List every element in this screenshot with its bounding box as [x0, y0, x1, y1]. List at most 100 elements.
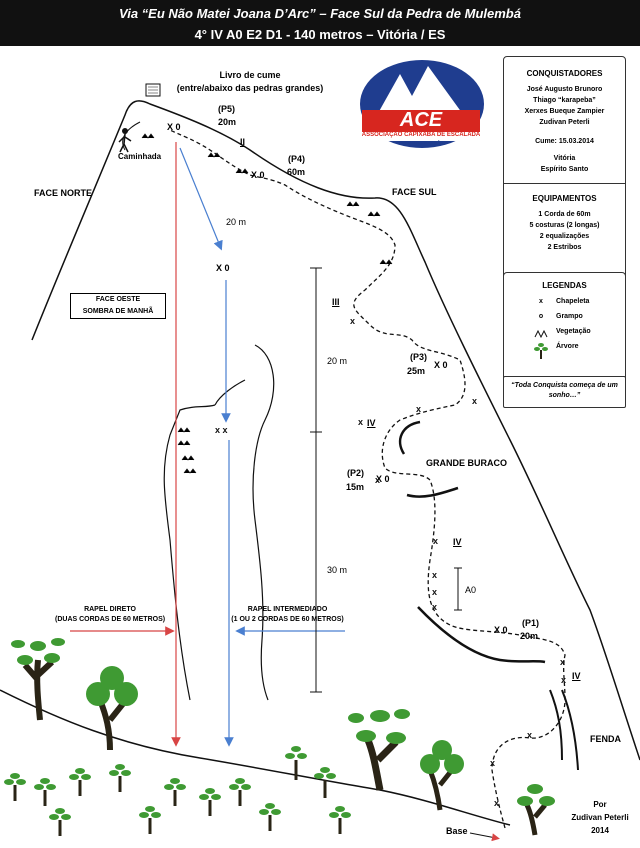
dimension-30m: 30 m — [327, 565, 348, 575]
route-title: Via “Eu Não Matei Joana D’Arc” – Face Su… — [119, 6, 521, 21]
legend-staple: o Grampo — [504, 313, 625, 328]
equipment-1: 1 Corda de 60m — [538, 211, 591, 218]
grade-iv-b: IV — [453, 537, 462, 547]
rock-outline — [31, 100, 640, 761]
route-grade: 4° IV A0 E2 D1 - 140 metros – Vitória / … — [194, 27, 446, 42]
west-face-sublabel: SOMBRA DE MANHÃ — [82, 308, 154, 315]
summit-book-sub: (entre/abaixo das pedras grandes) — [176, 83, 324, 93]
equipment-4: 2 Estribos — [547, 244, 582, 251]
pitch-p1-label: (P1) — [522, 618, 540, 628]
climbing-route — [169, 129, 566, 829]
rappel-direct-label: RAPEL DIRETO — [84, 606, 136, 613]
anchor-p2: X 0 — [376, 474, 390, 484]
svg-text:x: x — [375, 475, 380, 485]
pitch-p4-label: (P4) — [288, 154, 306, 164]
svg-text:x: x — [350, 316, 355, 326]
legend-staple-label: Grampo — [556, 313, 583, 320]
grade-iv-c: IV — [572, 671, 581, 681]
pitch-p5-label: (P5) — [218, 104, 236, 114]
conquerors-title: CONQUISTADORES — [526, 69, 603, 78]
ace-logo — [360, 60, 484, 148]
equipment-2: 5 costuras (2 longas) — [529, 222, 600, 229]
vegetation-icon — [534, 328, 548, 340]
big-hole-label: GRANDE BURACO — [426, 458, 507, 468]
route-topo-drawing: x x x x x x x x x x x x x x x x — [0, 60, 640, 842]
legend-title: LEGENDAS — [542, 281, 587, 290]
anchor-p3: X 0 — [434, 360, 448, 370]
pitch-p1-length: 20m — [520, 631, 539, 641]
south-face-label: FACE SUL — [392, 187, 437, 197]
base-label: Base — [446, 826, 468, 836]
legend-bolt: x Chapeleta — [504, 298, 625, 313]
pitch-p2-length: 15m — [346, 482, 365, 492]
conqueror-2: Thiago “karapeba” — [533, 97, 596, 104]
anchor-p5: X 0 — [167, 122, 181, 132]
author-year: 2014 — [591, 826, 609, 835]
a0-label: A0 — [465, 585, 477, 595]
hike-label: Caminhada — [118, 152, 162, 161]
anchor-p4: X 0 — [251, 170, 265, 180]
dimension-20m: 20 m — [327, 356, 348, 366]
pitch-p4-length: 60m — [287, 167, 306, 177]
conqueror-4: Zudivan Peterli — [539, 119, 590, 126]
dimension-line — [310, 267, 322, 693]
big-hole-arc — [398, 420, 421, 455]
roof-arc — [417, 606, 546, 664]
author-by: Por — [593, 800, 607, 809]
north-face-label: FACE NORTE — [34, 188, 93, 198]
staple-symbol-icon: o — [538, 313, 544, 320]
bolt-marks: x x x x x x x x x x x x x x x x — [215, 316, 566, 808]
rappel-to-anchor — [179, 147, 223, 251]
rappel-mid-label: RAPEL INTERMEDIADO — [247, 606, 328, 613]
place-state: Espírito Santo — [540, 166, 589, 173]
rappel-20m-label: 20 m — [226, 217, 247, 227]
author-name: Zudivan Peterli — [571, 813, 629, 822]
ace-logo-name: ASSOCIAÇÃO CAPIXABA DE ESCALADA — [361, 132, 481, 138]
tree-icon — [534, 343, 548, 361]
hiker-icon — [118, 128, 132, 153]
svg-text:x: x — [433, 536, 438, 546]
equipment-3: 2 equalizações — [539, 233, 590, 240]
svg-text:x x: x x — [215, 425, 228, 435]
svg-text:x: x — [472, 396, 477, 406]
pitch-p3-length: 25m — [407, 366, 426, 376]
crack-line-1 — [549, 689, 563, 761]
title-banner: Via “Eu Não Matei Joana D’Arc” – Face Su… — [0, 0, 640, 46]
grade-ii: II — [240, 137, 246, 147]
tree-icons — [4, 638, 555, 836]
legend-tree-label: Árvore — [556, 343, 579, 350]
svg-text:x: x — [494, 798, 499, 808]
svg-text:x: x — [490, 758, 495, 768]
west-face-label: FACE OESTE — [95, 296, 141, 303]
equipment-title: EQUIPAMENTOS — [532, 194, 597, 203]
pitch-p2-label: (P2) — [347, 468, 365, 478]
svg-text:x: x — [432, 602, 437, 612]
anchor-p1: X 0 — [494, 625, 508, 635]
rappel-direct-sublabel: (DUAS CORDAS DE 60 METROS) — [55, 616, 166, 623]
big-hole-lip — [406, 486, 459, 498]
quote-text: “Toda Conquista começa de um sonho…” — [511, 382, 618, 399]
west-face-contour — [163, 344, 275, 701]
legend-vegetation: Vegetação — [504, 328, 625, 343]
place-city: Vitória — [553, 155, 576, 162]
ace-logo-letters: ACE — [399, 109, 443, 131]
west-face-box: FACE OESTE SOMBRA DE MANHÃ — [70, 293, 166, 319]
svg-text:x: x — [358, 417, 363, 427]
rappel-mid-sublabel: (1 OU 2 CORDAS DE 60 METROS) — [231, 616, 344, 623]
summit-book-label: Livro de cume — [219, 70, 281, 80]
pitch-p3-label: (P3) — [410, 352, 428, 362]
legend-bolt-label: Chapeleta — [556, 298, 590, 305]
svg-text:x: x — [561, 675, 566, 685]
grade-iv-a: IV — [367, 418, 376, 428]
svg-text:x: x — [560, 657, 565, 667]
svg-text:x: x — [527, 730, 532, 740]
bolt-symbol-icon: x — [539, 298, 543, 305]
legend-vegetation-label: Vegetação — [556, 328, 591, 335]
svg-text:x: x — [432, 587, 437, 597]
crack-label: FENDA — [590, 734, 621, 744]
crack-line-2 — [561, 689, 579, 771]
base-arrow — [469, 832, 500, 842]
conqueror-3: Xerxes Bueque Zampier — [524, 108, 605, 115]
conqueror-1: José Augusto Brunoro — [526, 86, 603, 93]
